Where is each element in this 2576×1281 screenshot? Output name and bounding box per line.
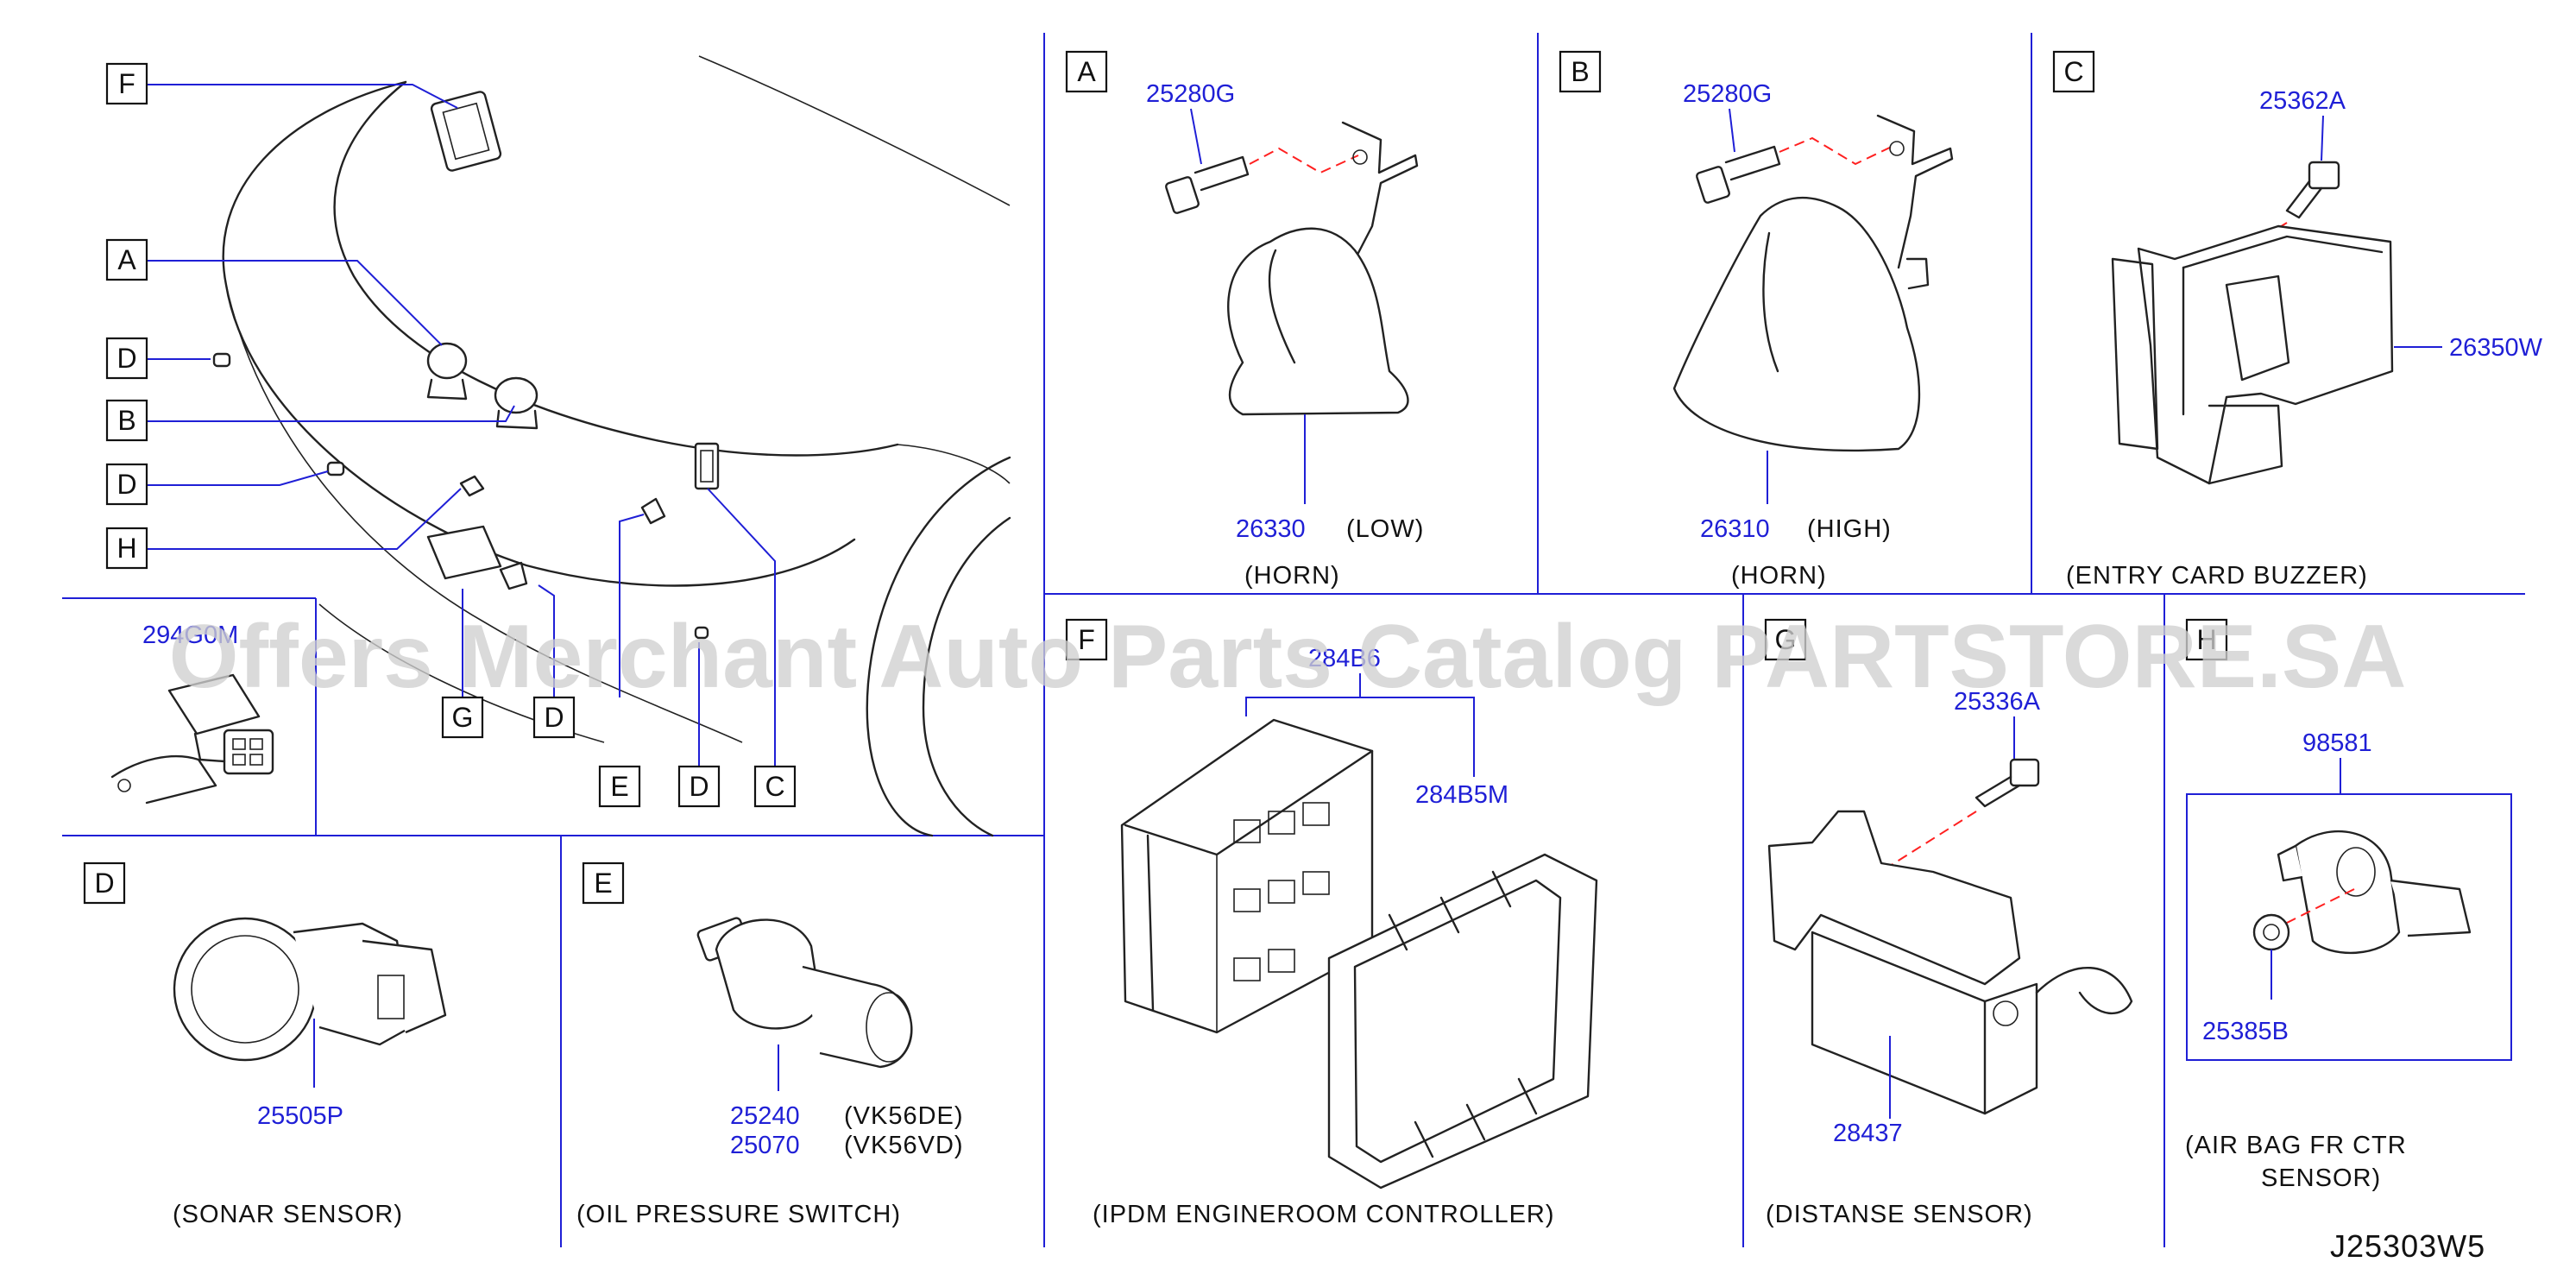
panel-e-part-number-1: 25240 <box>730 1102 800 1130</box>
panel-b-caption: (HORN) <box>1731 562 1827 590</box>
panel-h-nut-number: 25385B <box>2202 1018 2289 1045</box>
panel-d-caption: (SONAR SENSOR) <box>173 1201 403 1228</box>
overview-label-d: D <box>117 343 136 374</box>
overview-label-d-box <box>677 765 721 808</box>
panel-g-part-number: 28437 <box>1833 1120 1903 1147</box>
panel-e-variant-2: (VK56VD) <box>844 1132 964 1159</box>
panel-f-part-number-2: 284B5M <box>1415 781 1508 809</box>
panel-a-letter: A <box>1077 56 1096 87</box>
panel-a-caption: (HORN) <box>1244 562 1340 590</box>
panel-a-bolt-number: 25280G <box>1146 80 1235 108</box>
panel-h-caption-line-1: (AIR BAG FR CTR <box>2185 1132 2407 1159</box>
panel-horn-low: A 25280G 26330 (LOW) (HORN) <box>1065 50 1424 590</box>
overview-label-g-box <box>441 696 484 739</box>
overview-label-h: H <box>117 533 136 564</box>
panel-f-part-number-1: 284B6 <box>1308 645 1381 672</box>
overview-label-e-box <box>598 765 641 808</box>
overview-label-c-box <box>753 765 797 808</box>
panel-d-part-number: 25505P <box>257 1102 343 1130</box>
overview-label-a: A <box>117 244 136 275</box>
diagram-code: J25303W5 <box>2330 1228 2485 1264</box>
panel-dividers <box>62 33 2525 1247</box>
overview-leaders <box>147 84 776 767</box>
panel-h-caption-line-2: SENSOR) <box>2261 1164 2381 1192</box>
panel-c-letter: C <box>2063 56 2083 87</box>
panel-a-variant: (LOW) <box>1346 515 1424 543</box>
panel-h-letter: H <box>2196 624 2216 655</box>
overview-label-e: E <box>610 771 628 802</box>
watermark-text: Offers Merchant Auto Parts Catalog PARTS… <box>169 607 2407 707</box>
panel-h-part-number: 98581 <box>2302 729 2372 757</box>
panel-b-part-number: 26310 <box>1700 515 1770 543</box>
overview-label-c: C <box>765 771 784 802</box>
panel-oil-pressure-switch: E 25240 (VK56DE) 25070 (VK56VD) (OIL PRE… <box>576 861 964 1228</box>
panel-ipdm-controller: F 284B6 284B5M (IPDM ENGINEROOM CONTROLL… <box>1065 618 1598 1228</box>
overview-label-d-box <box>105 463 148 506</box>
panel-entry-card-buzzer: C 25362A 26350W (ENTRY CARD BUZZER) <box>2052 50 2543 590</box>
panel-e-caption: (OIL PRESSURE SWITCH) <box>576 1201 901 1228</box>
overview-label-b-box <box>105 399 148 442</box>
panel-air-bag-sensor: H 98581 25385B (AIR BAG FR CTR SENSOR) <box>2185 618 2512 1192</box>
panel-d-letter: D <box>94 868 114 899</box>
panel-c-caption: (ENTRY CARD BUZZER) <box>2066 562 2368 590</box>
overview-labels: F A D B D H G D E D C <box>105 62 797 808</box>
overview-label-d: D <box>117 469 136 500</box>
overview-label-h-box <box>105 527 148 570</box>
inset-part-number: 294G0M <box>142 622 238 649</box>
panel-horn-high: B 25280G 26310 (HIGH) (HORN) <box>1559 50 1954 590</box>
overview-label-g: G <box>452 702 474 733</box>
overview-illustration <box>222 55 1011 837</box>
panel-f-caption: (IPDM ENGINEROOM CONTROLLER) <box>1093 1201 1555 1228</box>
panel-e-part-number-2: 25070 <box>730 1132 800 1159</box>
panel-g-caption: (DISTANSE SENSOR) <box>1766 1201 2033 1228</box>
panel-g-bolt-number: 25336A <box>1954 688 2041 716</box>
panel-b-letter: B <box>1571 56 1589 87</box>
panel-c-part-number: 26350W <box>2449 334 2543 362</box>
overview-label-d-box <box>105 337 148 380</box>
panel-sonar-sensor: D 25505P (SONAR SENSOR) <box>83 861 447 1228</box>
panel-e-variant-1: (VK56DE) <box>844 1102 964 1130</box>
overview-label-a-box <box>105 238 148 281</box>
overview-label-f-box <box>105 62 148 105</box>
panel-distance-sensor: G 25336A 28437 (DISTANSE SENSOR) <box>1764 618 2133 1228</box>
overview-label-d-box <box>532 696 576 739</box>
panel-b-bolt-number: 25280G <box>1683 80 1772 108</box>
panel-a-part-number: 26330 <box>1236 515 1306 543</box>
panel-b-variant: (HIGH) <box>1807 515 1892 543</box>
overview-label-d: D <box>689 771 709 802</box>
inset-connector: 294G0M <box>110 622 274 805</box>
panel-f-letter: F <box>1078 624 1095 655</box>
panel-h-callout-box <box>2186 793 2512 1061</box>
panel-c-bolt-number: 25362A <box>2259 87 2346 115</box>
panel-e-letter: E <box>594 868 612 899</box>
overview-label-f: F <box>118 68 135 99</box>
panel-g-letter: G <box>1775 624 1797 655</box>
overview-label-b: B <box>117 405 135 436</box>
overview-parts <box>212 91 720 640</box>
overview-label-d: D <box>544 702 564 733</box>
